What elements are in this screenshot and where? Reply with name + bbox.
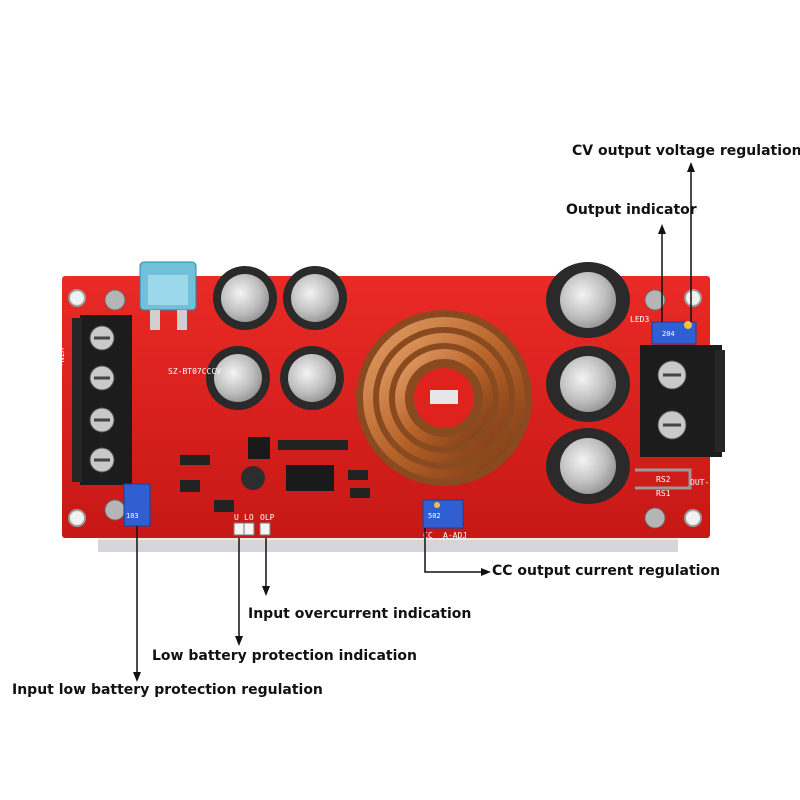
screw-heads (104, 289, 666, 529)
silk-rs2: RS2 (656, 475, 671, 484)
indicator-leds (233, 522, 271, 536)
label-cv-output: CV output voltage regulation (572, 143, 800, 159)
label-low-battery: Low battery protection indication (152, 648, 417, 664)
label-input-low-battery: Input low battery protection regulation (12, 682, 323, 698)
blue-fuse (139, 261, 197, 330)
silk-adj: A-ADJ (443, 531, 467, 540)
callout-arrows (136, 168, 692, 675)
trimmer-pots (123, 321, 697, 529)
input-terminal-block (72, 315, 132, 485)
input-capacitors (206, 266, 347, 410)
silk-led-o: OLP (260, 513, 275, 522)
silk-vin: VIN+ (56, 348, 65, 367)
arrow-heads (133, 162, 695, 682)
silk-rs1: RS1 (656, 489, 671, 498)
silk-pot-uv: 103 (126, 512, 139, 520)
silk-pot-cv: 204 (662, 330, 675, 338)
silk-cc: CC (423, 531, 433, 540)
label-input-overcurrent: Input overcurrent indication (248, 606, 472, 622)
silk-model: SZ-BT07CCCV (168, 367, 221, 376)
toroidal-inductor (356, 310, 532, 486)
output-capacitors (546, 262, 630, 504)
label-cc-output: CC output current regulation (492, 563, 721, 579)
silk-out: OUT- (690, 478, 709, 487)
output-terminal-block (640, 345, 725, 457)
control-ics (180, 437, 370, 512)
silk-pot-cc: 502 (428, 512, 441, 520)
mounting-holes (68, 289, 702, 527)
label-output-indicator: Output indicator (566, 202, 697, 218)
sense-resistors (635, 468, 692, 490)
silk-led3: LED3 (630, 315, 649, 324)
silk-led-u: U (234, 513, 239, 522)
silk-led-l: LO (244, 513, 254, 522)
